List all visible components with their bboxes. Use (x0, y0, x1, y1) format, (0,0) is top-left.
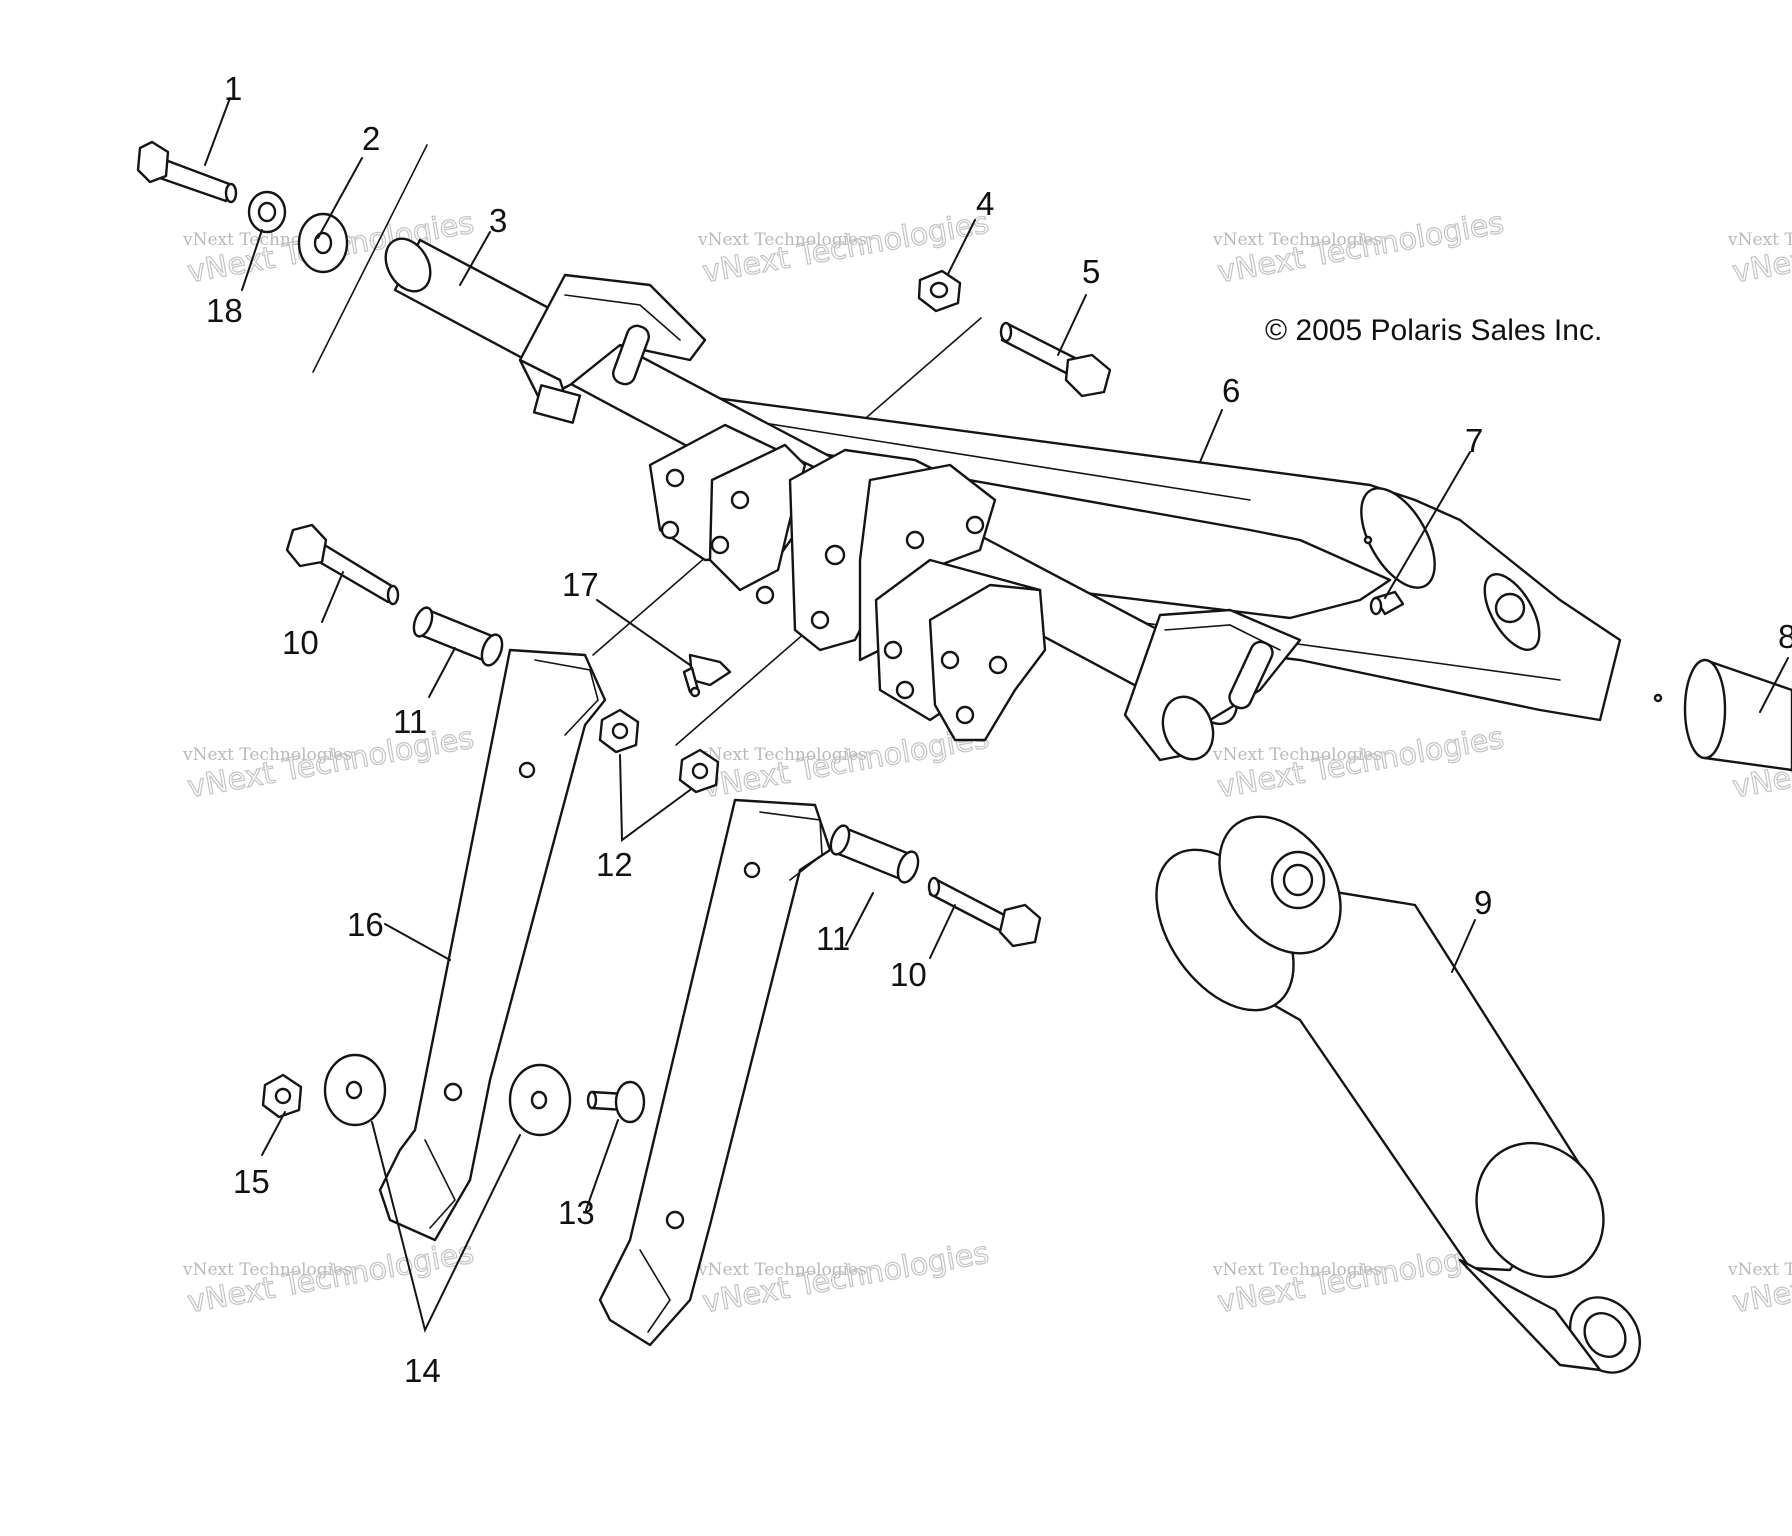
callout-12: 12 (596, 846, 633, 883)
watermark: vNext Technologies vNext Technologies (1212, 205, 1506, 290)
part-10-bolt-right (929, 878, 1040, 946)
callout-7: 7 (1465, 422, 1483, 459)
callout-1: 1 (224, 70, 242, 107)
leader-line-16 (385, 924, 450, 960)
callout-17: 17 (562, 566, 599, 603)
watermark-large-text: vNext Technologies (1215, 205, 1507, 290)
part-11-bushing-left (410, 605, 506, 668)
part-11-bushing-right (827, 823, 922, 885)
watermark-large-text: vNext Technologies (185, 1235, 477, 1320)
part-1-bolt (138, 142, 236, 202)
copyright-notice: © 2005 Polaris Sales Inc. (1265, 314, 1602, 347)
callout-16: 16 (347, 906, 384, 943)
part-14-washer (325, 1055, 385, 1125)
watermark: vNext Technologies vNext Technologies (1212, 720, 1506, 805)
callout-15: 15 (233, 1163, 270, 1200)
callout-14: 14 (404, 1352, 441, 1389)
callout-11-right: 11 (816, 920, 850, 957)
leader-line-6 (1200, 410, 1222, 462)
callout-4: 4 (976, 185, 994, 222)
leader-line-15 (262, 1112, 285, 1155)
watermark: vNext Technologies vNext Technologies (697, 720, 991, 805)
part-10-bolt-left (287, 525, 398, 604)
watermark: vNext Technologies vNext Technologies (1727, 1235, 1792, 1320)
callout-8: 8 (1778, 618, 1792, 655)
callout-10-left: 10 (282, 624, 319, 661)
callout-9: 9 (1474, 884, 1492, 921)
leader-line-11a (429, 648, 455, 697)
callout-10-right: 10 (890, 956, 927, 993)
callout-11-left: 11 (393, 703, 427, 740)
callout-2: 2 (362, 120, 380, 157)
watermark-large-text: vNext Technologies (700, 1235, 992, 1320)
leader-line-10a (322, 572, 343, 622)
leader-line-9 (1452, 920, 1475, 972)
part-15-nut (263, 1075, 301, 1117)
leader-line-17 (597, 600, 690, 665)
watermark: vNext Technologies vNext Technologies (697, 1235, 991, 1320)
watermark-large-text: vNext Technologies (700, 720, 992, 805)
leader-line-1 (205, 98, 230, 165)
part-4-nut (919, 271, 960, 311)
watermark: vNext Technologies vNext Technologies (182, 720, 476, 805)
part-12-nut (600, 710, 638, 752)
callout-13: 13 (558, 1194, 595, 1231)
callout-6: 6 (1222, 372, 1240, 409)
part-14-washer (510, 1065, 570, 1135)
part-13-pin (588, 1082, 644, 1122)
callout-18: 18 (206, 292, 243, 329)
leader-line-10b (930, 905, 955, 958)
watermark: vNext Technologies vNext Technologies (182, 1235, 476, 1320)
watermark-large-text: vNext Technologies (185, 720, 477, 805)
callout-5: 5 (1082, 253, 1100, 290)
part-8-rear-shaft (1685, 660, 1792, 770)
watermark-large-text: vNext Technologies (1215, 720, 1507, 805)
part-18-washer (249, 192, 285, 232)
leader-line-5 (1058, 295, 1086, 355)
part-17-grease-fitting (684, 655, 730, 696)
callout-3: 3 (489, 202, 507, 239)
part-5-bolt (1001, 323, 1110, 396)
watermark: vNext Technologies vNext Technologies (1727, 205, 1792, 290)
part-9-shock-absorber (1128, 794, 1654, 1386)
leader-line-12 (620, 755, 690, 840)
part-2-washer (299, 214, 347, 272)
